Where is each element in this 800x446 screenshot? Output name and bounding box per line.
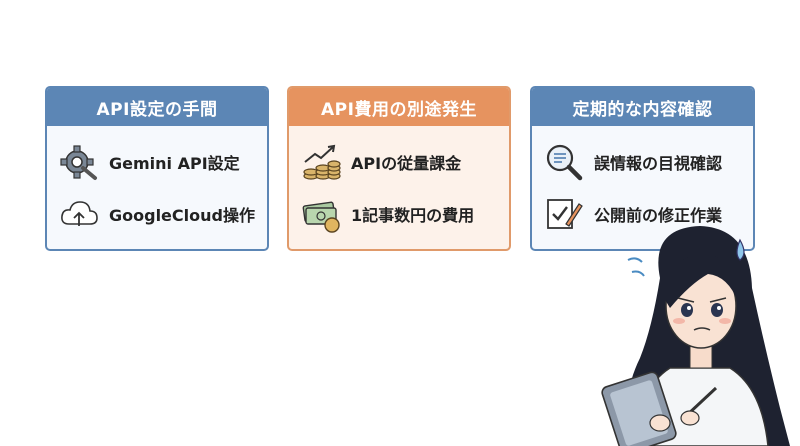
list-item-label: GoogleCloud操作 xyxy=(109,206,255,225)
worried-woman-illustration xyxy=(601,226,790,446)
money-stack-icon xyxy=(302,201,340,233)
list-item: 誤情報の目視確認 xyxy=(532,136,753,188)
card-api-setup: API設定の手間 Gemini API設定 GoogleCloud操作 xyxy=(45,86,269,251)
card-title: API設定の手間 xyxy=(47,88,267,126)
card-content-check: 定期的な内容確認 誤情報の目視確認 公開前の修正作業 xyxy=(530,86,755,251)
cloud-upload-icon xyxy=(61,201,98,226)
magnifier-document-icon xyxy=(546,144,583,181)
list-item-label: Gemini API設定 xyxy=(109,154,240,173)
list-item: 公開前の修正作業 xyxy=(532,188,753,240)
list-item: APIの従量課金 xyxy=(289,136,509,188)
card-title: 定期的な内容確認 xyxy=(532,88,753,126)
list-item: GoogleCloud操作 xyxy=(47,188,267,240)
list-item-label: 公開前の修正作業 xyxy=(594,206,723,225)
card-title: API費用の別途発生 xyxy=(289,88,509,126)
checklist-pen-icon xyxy=(547,199,583,229)
card-api-cost: API費用の別途発生 APIの従量課金 1記事数円の費用 xyxy=(287,86,511,251)
list-item-label: APIの従量課金 xyxy=(351,154,462,173)
list-item-label: 1記事数円の費用 xyxy=(351,206,475,225)
list-item: Gemini API設定 xyxy=(47,136,267,188)
list-item-label: 誤情報の目視確認 xyxy=(594,154,723,173)
gear-wrench-icon xyxy=(60,145,97,180)
list-item: 1記事数円の費用 xyxy=(289,188,509,240)
coins-chart-icon xyxy=(303,144,341,180)
